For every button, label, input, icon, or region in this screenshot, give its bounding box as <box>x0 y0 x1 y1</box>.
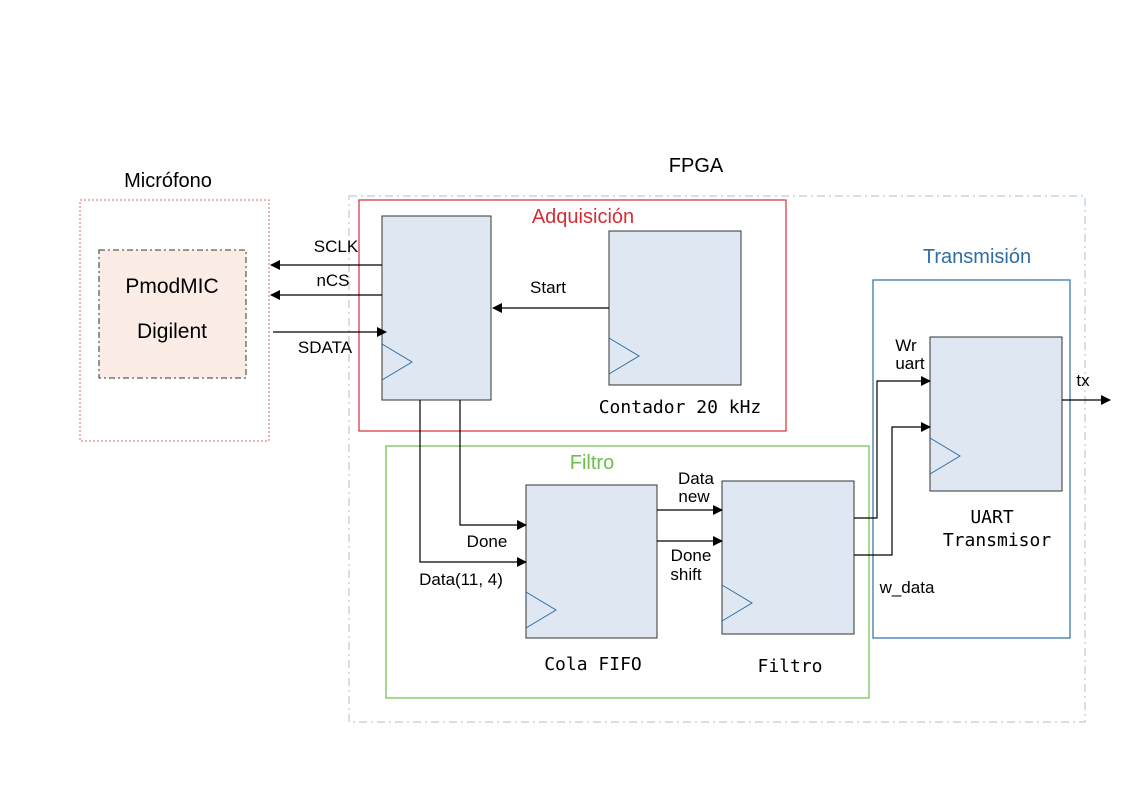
done-shift-label-2: shift <box>670 565 701 584</box>
sdata-label: SDATA <box>298 338 353 357</box>
filtro-clock-triangle <box>721 584 753 622</box>
uart-clock-triangle <box>929 437 961 475</box>
uart-label-1: UART <box>970 507 1014 528</box>
filtro-region-title: Filtro <box>570 452 614 474</box>
sclk-label: SCLK <box>314 237 359 256</box>
done-wire <box>459 400 527 530</box>
wr-uart-wire <box>854 376 931 519</box>
tx-label: tx <box>1076 371 1090 390</box>
adc-interface-block <box>381 215 492 401</box>
adquisicion-region <box>358 199 787 432</box>
contador-clock-triangle <box>608 337 640 375</box>
cola-clock-triangle <box>525 591 557 629</box>
filtro-region <box>385 445 870 699</box>
pmodmic-block <box>98 249 247 379</box>
wr-uart-label-1: Wr <box>895 336 917 355</box>
done-shift-label-1: Done <box>671 546 712 565</box>
adquisicion-title: Adquisición <box>532 206 634 228</box>
cola-fifo-block <box>525 484 658 639</box>
w-data-label: w_data <box>879 578 935 597</box>
start-label: Start <box>530 278 566 297</box>
uart-block <box>929 336 1063 492</box>
uart-label-2: Transmisor <box>943 530 1052 551</box>
ncs-label: nCS <box>316 271 349 290</box>
filtro-block-label: Filtro <box>757 656 822 677</box>
contador-label: Contador 20 kHz <box>599 397 762 418</box>
data-bus-wire <box>419 400 527 567</box>
w-data-wire <box>854 422 931 556</box>
pmodmic-label: PmodMIC <box>125 275 218 298</box>
cola-fifo-label: Cola FIFO <box>544 654 642 675</box>
fpga-region <box>348 195 1086 723</box>
adc-clock-triangle <box>381 343 413 381</box>
data-bus-label: Data(11, 4) <box>419 570 503 589</box>
mic-region <box>79 199 270 442</box>
transmision-region <box>872 279 1071 639</box>
data-new-label-2: new <box>678 487 710 506</box>
digilent-label: Digilent <box>137 320 207 343</box>
wr-uart-label-2: uart <box>895 354 925 373</box>
done-label: Done <box>467 532 508 551</box>
mic-title: Micrófono <box>124 170 212 192</box>
contador-block <box>608 230 742 386</box>
fpga-title: FPGA <box>669 155 724 177</box>
data-new-label-1: Data <box>678 469 714 488</box>
transmision-title: Transmisión <box>923 246 1031 268</box>
filtro-block <box>721 480 855 635</box>
